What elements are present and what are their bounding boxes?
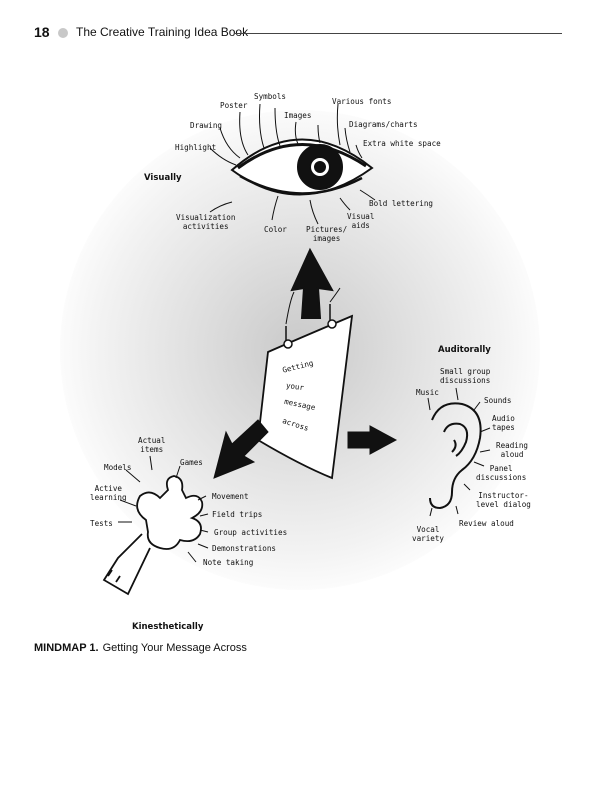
label-games: Games: [180, 458, 203, 467]
ear-spokes: [427, 387, 491, 517]
label-group-activities: Group activities: [214, 528, 288, 537]
label-actual-items: Actual items: [138, 436, 166, 454]
label-tests: Tests: [90, 519, 113, 528]
kinesthetic-title: Kinesthetically: [132, 622, 204, 632]
arrow-right: [347, 425, 398, 455]
label-color: Color: [264, 225, 287, 234]
arrow-down-left: [213, 419, 269, 479]
book-title: The Creative Training Idea Book: [76, 25, 249, 39]
auditory-title: Auditorally: [438, 345, 491, 355]
label-field-trips: Field trips: [212, 510, 263, 519]
label-instructor: Instructor- level dialog: [476, 491, 531, 509]
caption-label: MINDMAP 1.: [34, 642, 99, 654]
label-vocal-variety: Vocal variety: [412, 525, 445, 543]
label-models: Models: [104, 463, 132, 472]
bullet-dot: [58, 28, 68, 38]
figure-caption: MINDMAP 1.Getting Your Message Across: [34, 642, 247, 654]
page-header: 18 The Creative Training Idea Book: [34, 24, 564, 44]
label-various-fonts: Various fonts: [332, 97, 392, 106]
label-images: Images: [284, 111, 312, 120]
label-diagrams: Diagrams/charts: [349, 120, 418, 129]
header-rule: [234, 33, 562, 34]
eye-spokes: [209, 103, 376, 225]
hand-illustration: [102, 475, 204, 596]
label-review-aloud: Review aloud: [459, 519, 514, 528]
label-visual-aids: Visual aids: [347, 212, 375, 230]
eye-illustration: [230, 138, 374, 196]
label-poster: Poster: [220, 101, 248, 110]
visual-title: Visually: [144, 173, 182, 183]
label-note-taking: Note taking: [203, 558, 254, 567]
label-reading-aloud: Reading aloud: [496, 441, 529, 459]
label-white-space: Extra white space: [363, 139, 441, 148]
hand-spokes: [118, 455, 209, 563]
label-movement: Movement: [212, 492, 249, 501]
ear-illustration: [429, 402, 482, 510]
label-symbols: Symbols: [254, 92, 287, 101]
label-small-group: Small group discussions: [440, 367, 491, 385]
label-music: Music: [416, 388, 439, 397]
label-panel: Panel discussions: [476, 464, 527, 482]
arrow-up: [290, 247, 334, 319]
caption-text: Getting Your Message Across: [102, 642, 247, 654]
label-pictures: Pictures/ images: [306, 225, 348, 243]
label-active-learning: Active learning: [90, 484, 127, 502]
label-demonstrations: Demonstrations: [212, 544, 277, 553]
label-highlight: Highlight: [175, 143, 217, 152]
label-audio-tapes: Audio tapes: [492, 414, 515, 432]
label-visualization: Visualization activities: [176, 213, 236, 231]
label-sounds: Sounds: [484, 396, 512, 405]
label-bold-lettering: Bold lettering: [369, 199, 434, 208]
label-drawing: Drawing: [190, 121, 223, 130]
central-sheet: [257, 287, 354, 480]
page-number: 18: [34, 24, 50, 40]
